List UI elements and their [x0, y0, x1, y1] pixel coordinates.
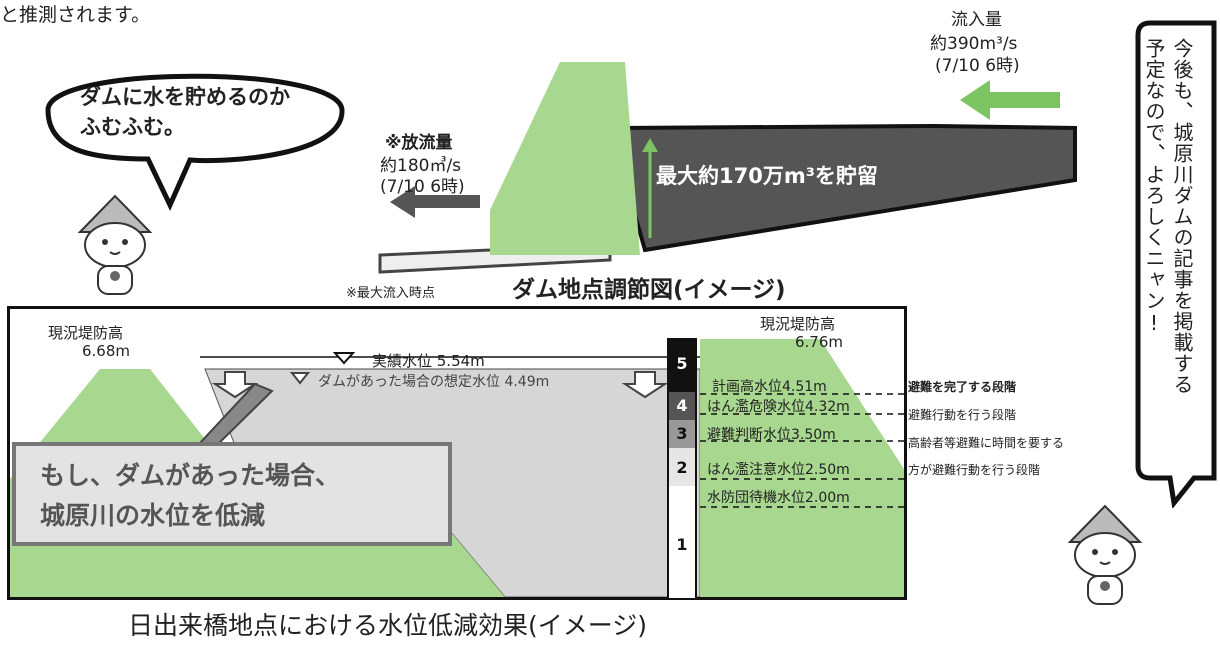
dam-diagram: [378, 62, 1077, 274]
dam-diagram-title: ダム地点調節図(イメージ): [512, 277, 786, 303]
outflow-value: 約180㎥/s: [380, 156, 462, 176]
reservoir-shape: [607, 123, 1077, 253]
assumed-water-level: ダムがあった場合の想定水位 4.49m: [318, 374, 550, 390]
inflow-date: (7/10 6時): [935, 56, 1020, 76]
bubble-left-line2: ふむふむ。: [80, 115, 185, 139]
speech-bubble-left: [45, 73, 345, 211]
levee-left-value: 6.68m: [82, 342, 131, 360]
inflow-label: 流入量: [951, 10, 1002, 30]
dam-body: [490, 62, 640, 255]
stage-3-block: [669, 420, 695, 448]
level-name-5: 水防団待機水位2.00m: [707, 490, 850, 506]
level-name-4: はん濫注意水位2.50m: [707, 462, 850, 478]
levee-right-value: 6.76m: [795, 333, 844, 351]
levee-right-label: 現況堤防高: [760, 315, 836, 333]
stage-4-label: 4: [676, 396, 688, 415]
inflow-arrow: [960, 80, 1060, 120]
level-name-1: 計画高水位4.51m: [712, 379, 827, 395]
inflow-value: 約390m³/s: [930, 34, 1018, 54]
speech-bubble-right: [1135, 20, 1217, 508]
callout-line1: もし、ダムがあった場合、: [40, 461, 341, 490]
actual-water-level: 実績水位 5.54m: [372, 352, 485, 370]
levee-left-label: 現況堤防高: [48, 324, 124, 342]
outflow-arrow: [390, 186, 480, 218]
bubble-right-col1: 今後も、城原川ダムの記事を掲載する: [1170, 38, 1194, 395]
storage-label: 最大約170万m³を貯留: [656, 164, 878, 188]
stage-5-block: [669, 340, 695, 392]
cat-mascot-right-icon: [1067, 504, 1143, 605]
river-section-frame: [7, 306, 907, 600]
stage-2-block: [669, 448, 695, 486]
stage-3-label: 3: [676, 424, 688, 443]
bubble-left-line1: ダムに水を貯めるのか: [80, 85, 290, 109]
level-desc-1: 避難を完了する段階: [908, 380, 1017, 394]
top-snippet-text: と推測されます。: [0, 4, 151, 26]
river-diagram-title: 日出来橋地点における水位低減効果(イメージ): [128, 611, 648, 640]
level-desc-3: 高齢者等避難に時間を要する: [908, 436, 1065, 450]
cat-mascot-left-icon: [77, 194, 153, 295]
stage-4-block: [669, 392, 695, 420]
level-desc-4: 方が避難行動を行う段階: [908, 463, 1041, 477]
max-inflow-note: ※最大流入時点: [346, 286, 435, 301]
callout-line2: 城原川の水位を低減: [40, 501, 266, 530]
outflow-date: (7/10 6時): [380, 177, 465, 197]
outflow-label: ※放流量: [385, 133, 453, 153]
level-name-2: はん濫危険水位4.32m: [707, 399, 850, 415]
bubble-right-col2: 予定なので、よろしくニャン!: [1142, 38, 1166, 336]
stage-2-label: 2: [676, 458, 688, 477]
level-desc-2: 避難行動を行う段階: [908, 408, 1017, 422]
stage-5-label: 5: [676, 354, 688, 373]
stage-1-label: 1: [676, 535, 688, 554]
level-name-3: 避難判断水位3.50m: [707, 427, 836, 443]
callout-box: [12, 442, 452, 546]
